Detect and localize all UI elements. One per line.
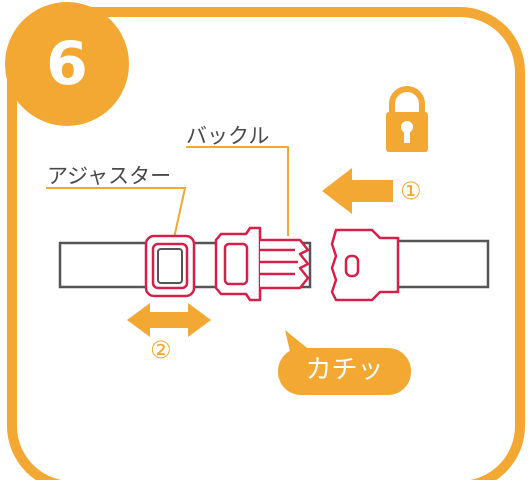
buckle-male (214, 226, 310, 302)
adjust-step-marker: ② (150, 336, 172, 364)
step-badge (5, 2, 129, 126)
double-arrow-icon (127, 303, 211, 337)
click-sound-text: カチッ (305, 355, 384, 385)
buckle-label: バックル (186, 124, 270, 148)
push-arrow-icon (322, 168, 393, 214)
buckle-female (330, 228, 400, 302)
padlock-icon (386, 86, 428, 152)
adjuster-label: アジャスター (47, 164, 172, 188)
adjuster-leader-line (46, 187, 187, 239)
strap-right (390, 239, 490, 289)
step-number: 6 (46, 29, 88, 99)
click-speech-bubble (278, 330, 411, 395)
buckle-leader-line (186, 146, 289, 236)
push-step-marker: ① (400, 177, 422, 205)
